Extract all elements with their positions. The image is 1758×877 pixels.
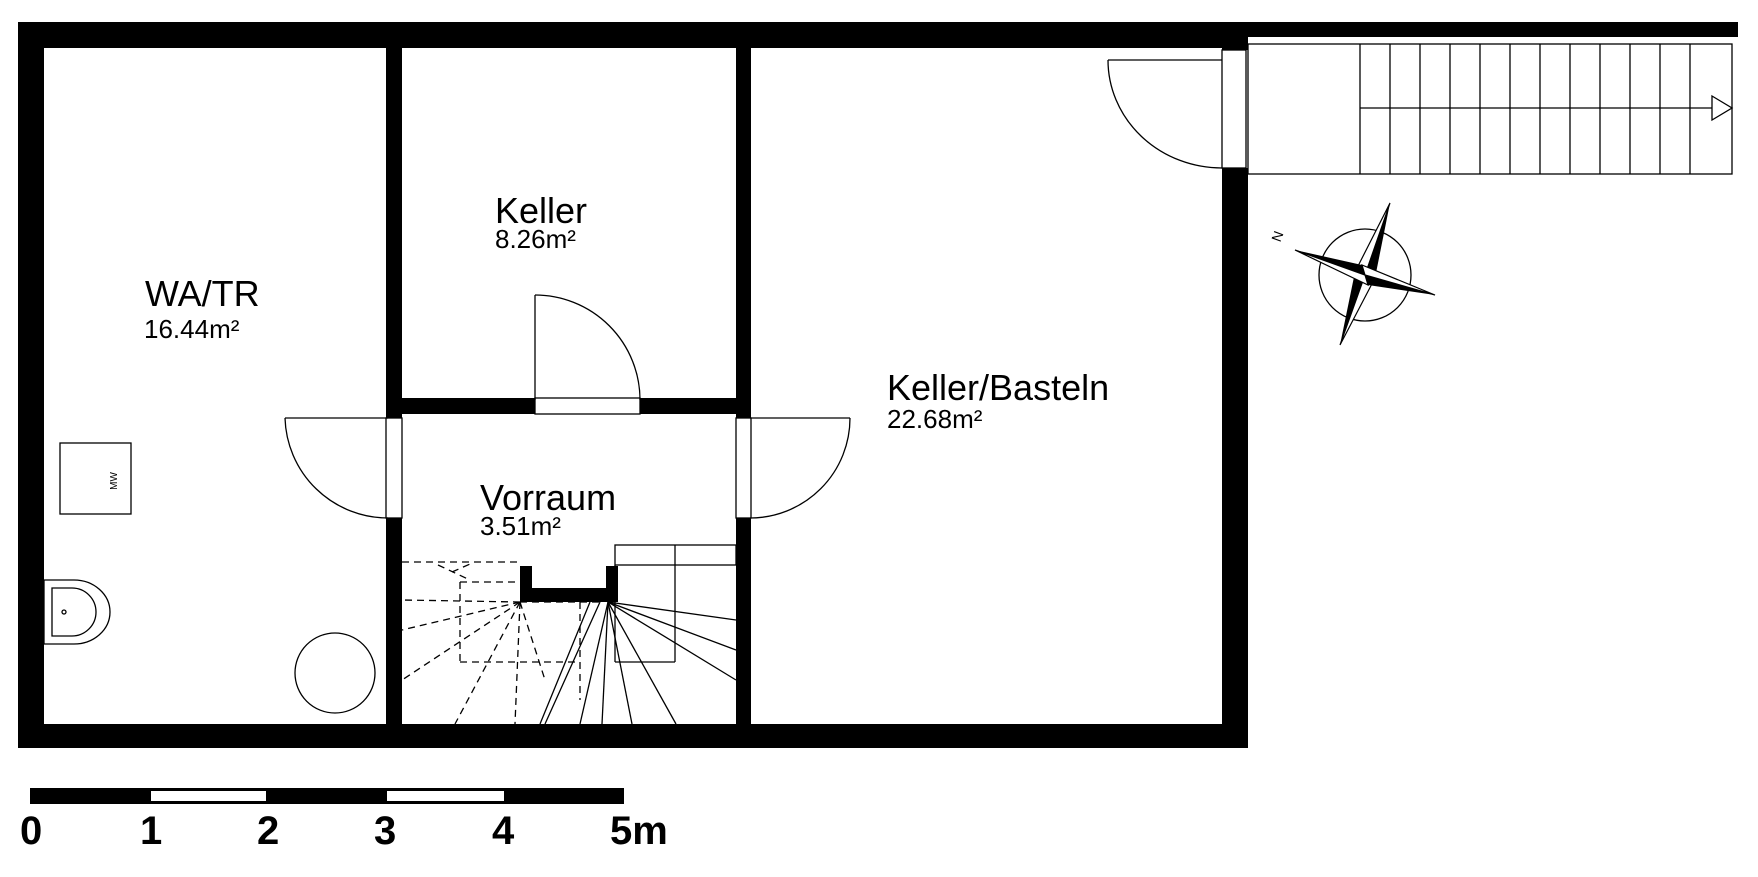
room-area-vorraum: 3.51m²: [480, 511, 561, 541]
door-keller-basteln: [735, 417, 851, 519]
scale-label-2: 2: [257, 809, 279, 853]
washer-label: MW: [109, 472, 120, 490]
door-wa-tr: [284, 417, 403, 519]
scale-label-4: 4: [492, 809, 515, 853]
compass-rose: N: [1268, 202, 1436, 346]
room-name-wa-tr: WA/TR: [145, 273, 260, 314]
room-wa-tr: WA/TR 16.44m²: [144, 273, 260, 344]
interior-walls: [386, 48, 751, 724]
room-vorraum: Vorraum 3.51m²: [480, 477, 616, 541]
interior-stairs: [401, 544, 737, 725]
room-name-keller-basteln: Keller/Basteln: [887, 367, 1109, 408]
boiler: [294, 632, 376, 714]
room-area-keller-basteln: 22.68m²: [887, 404, 983, 434]
scale-label-1: 1: [140, 809, 162, 853]
room-area-keller: 8.26m²: [495, 224, 576, 254]
compass-north-label: N: [1268, 229, 1286, 244]
room-name-keller: Keller: [495, 190, 587, 231]
room-keller: Keller 8.26m²: [495, 190, 587, 254]
room-keller-basteln: Keller/Basteln 22.68m²: [887, 367, 1109, 434]
room-area-wa-tr: 16.44m²: [144, 314, 240, 344]
exterior-walls: [18, 22, 1738, 748]
washing-machine: MW: [59, 442, 132, 515]
scale-bar: 0 1 2 3 4 5m: [20, 788, 668, 853]
door-exterior: [1107, 49, 1247, 169]
scale-label-0: 0: [20, 809, 42, 853]
scale-label-5m: 5m: [610, 809, 668, 853]
scale-label-3: 3: [374, 809, 396, 853]
room-name-vorraum: Vorraum: [480, 477, 616, 518]
door-keller: [534, 294, 641, 415]
exterior-stairs: [1247, 43, 1734, 175]
sink: [43, 579, 111, 645]
